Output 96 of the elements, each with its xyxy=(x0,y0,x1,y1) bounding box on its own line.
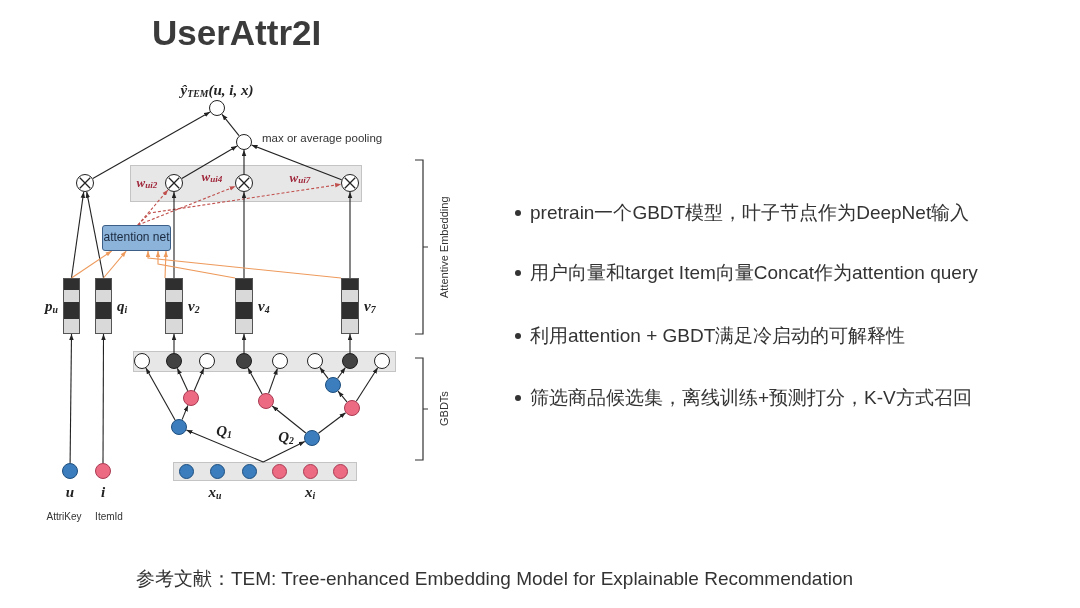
arrow xyxy=(171,191,177,279)
arrow xyxy=(271,405,307,434)
feature-group-label: x$_{i}$ xyxy=(304,484,316,503)
feature-group-label: x$_{u}$ xyxy=(208,484,222,503)
vector-label: v$_{7}$ xyxy=(364,298,376,317)
leaf-node xyxy=(134,353,150,369)
embedding-vector xyxy=(63,278,80,334)
feature-node xyxy=(332,463,348,479)
vector-label: v$_{2}$ xyxy=(188,298,200,317)
section-label: GBDTs xyxy=(437,390,451,429)
attention-weight-arrow xyxy=(137,189,169,226)
bullet-text: 筛选商品候选集，离线训练+预测打分，K-V方式召回 xyxy=(530,386,972,410)
pooling-label: max or average pooling xyxy=(262,132,383,146)
feature-node xyxy=(302,463,318,479)
leaf-node xyxy=(199,353,215,369)
arrow xyxy=(268,368,278,394)
arrow xyxy=(241,191,247,279)
bullet-text: pretrain一个GBDT模型，叶子节点作为DeepNet输入 xyxy=(530,201,970,225)
tree-node xyxy=(171,419,187,435)
embedding-vector xyxy=(165,278,183,334)
arrow xyxy=(101,333,106,464)
feature-node xyxy=(271,463,287,479)
feature-node xyxy=(241,463,257,479)
leaf-node xyxy=(272,353,288,369)
leaf-node xyxy=(342,353,358,369)
arrow xyxy=(181,404,189,421)
user-input-node xyxy=(62,463,78,479)
attention-input-arrow xyxy=(163,250,169,279)
attention-weight-arrow xyxy=(137,185,237,226)
arrow xyxy=(241,333,247,354)
arrow xyxy=(319,366,329,380)
arrow xyxy=(69,333,74,464)
arrow xyxy=(193,367,205,392)
tree-node xyxy=(304,430,320,446)
attention-input-arrow xyxy=(102,250,127,279)
feature-node xyxy=(178,463,194,479)
attention-net-block: attention net xyxy=(102,225,171,251)
attention-input-arrow xyxy=(145,250,342,279)
arrow xyxy=(70,191,86,279)
arrow xyxy=(317,412,347,434)
tree-label: Q$_{2}$ xyxy=(278,429,294,448)
leaf-node-row xyxy=(133,351,396,372)
arrow xyxy=(355,367,379,402)
arrow xyxy=(337,366,346,380)
arrow xyxy=(347,191,353,279)
feature-name-label: ItemId xyxy=(95,511,123,523)
leaf-node xyxy=(166,353,182,369)
vector-label: p$_{u}$ xyxy=(45,298,58,317)
product-node xyxy=(76,174,94,192)
arrow xyxy=(250,144,343,181)
input-label: u xyxy=(65,484,75,501)
tree-label: Q$_{1}$ xyxy=(216,423,232,442)
arrow xyxy=(221,113,240,137)
leaf-node xyxy=(236,353,252,369)
embedding-vector xyxy=(95,278,112,334)
tree-node xyxy=(325,377,341,393)
output-node xyxy=(209,100,225,116)
embedding-vector xyxy=(341,278,359,334)
embedding-vector xyxy=(235,278,253,334)
arrow xyxy=(185,429,264,463)
tree-node xyxy=(258,393,274,409)
arrow xyxy=(347,333,353,354)
section-label: Attentive Embedding xyxy=(437,195,451,300)
product-node xyxy=(165,174,183,192)
item-input-node xyxy=(95,463,111,479)
formula-label: ŷ$_{TEM}$(u, i, x) xyxy=(180,82,254,101)
arrow xyxy=(85,191,105,279)
pooling-node xyxy=(236,134,252,150)
reference-caption: 参考文献：TEM: Tree-enhanced Embedding Model for Explainable Recommendation xyxy=(136,567,854,591)
feature-name-label: AttriKey xyxy=(46,511,82,523)
tree-node xyxy=(183,390,199,406)
arrow xyxy=(241,149,247,175)
vector-label: v$_{4}$ xyxy=(258,298,270,317)
arrow xyxy=(247,367,263,395)
arrow xyxy=(92,111,211,180)
bullet-text: 用户向量和target Item向量Concat作为attention query xyxy=(530,261,978,285)
product-node xyxy=(341,174,359,192)
leaf-node xyxy=(374,353,390,369)
product-node xyxy=(235,174,253,192)
bullet-text: 利用attention + GBDT满足冷启动的可解释性 xyxy=(530,324,906,348)
arrow xyxy=(145,367,176,421)
attention-weight-arrow xyxy=(137,182,342,226)
arrow xyxy=(171,333,177,354)
feature-node xyxy=(209,463,225,479)
arrow xyxy=(262,440,306,463)
attention-input-arrow xyxy=(70,250,113,279)
input-feature-row xyxy=(173,462,357,481)
slide-title: UserAttr2I xyxy=(152,12,322,54)
arrow xyxy=(176,367,189,392)
input-label: i xyxy=(100,484,106,501)
leaf-node xyxy=(307,353,323,369)
vector-label: q$_{i}$ xyxy=(117,298,128,317)
tree-node xyxy=(344,400,360,416)
arrow xyxy=(337,390,348,403)
attention-input-arrow xyxy=(155,250,236,279)
arrow xyxy=(181,145,238,180)
